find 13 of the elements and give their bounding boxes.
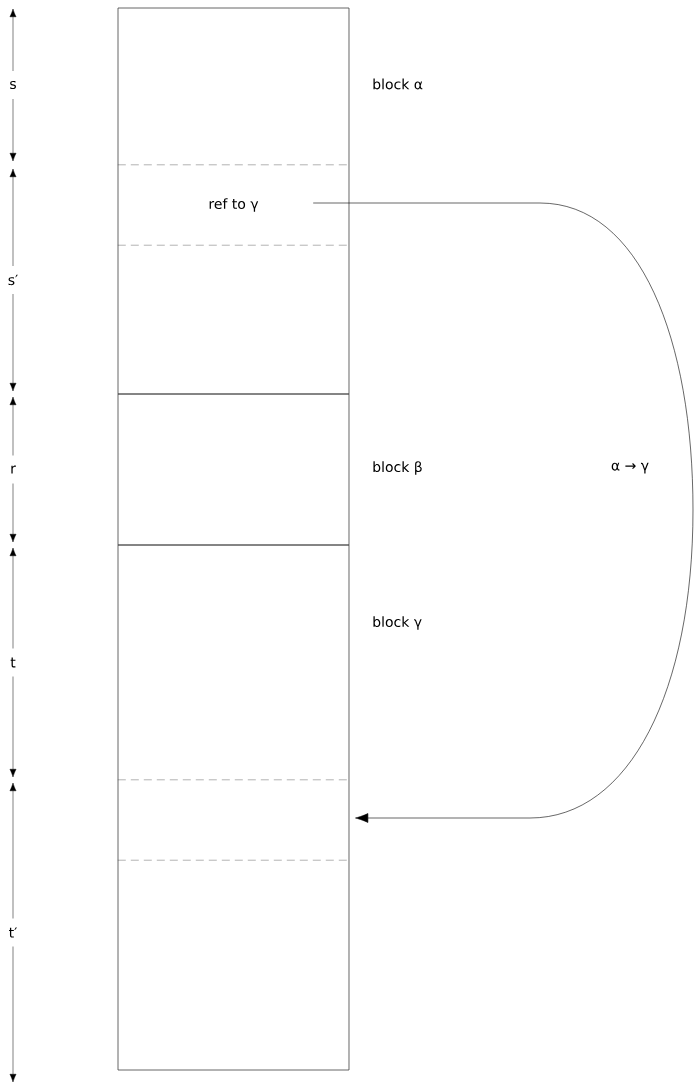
node-label: block β [373, 461, 422, 475]
dimension-label: t′ [9, 927, 17, 938]
dimension-label: t [10, 657, 16, 668]
node-label: block α [373, 78, 423, 90]
dimension-label: r [11, 465, 16, 474]
edge-label: α → γ [608, 460, 652, 476]
dimension-label: s [10, 81, 16, 90]
dimension-label: s′ [8, 274, 18, 286]
slot: ref to γ [117, 164, 350, 246]
node-label: block γ [373, 616, 422, 630]
memory-block: block γ [117, 544, 422, 1071]
memory-block: block β [117, 393, 422, 546]
arrow [312, 202, 694, 823]
